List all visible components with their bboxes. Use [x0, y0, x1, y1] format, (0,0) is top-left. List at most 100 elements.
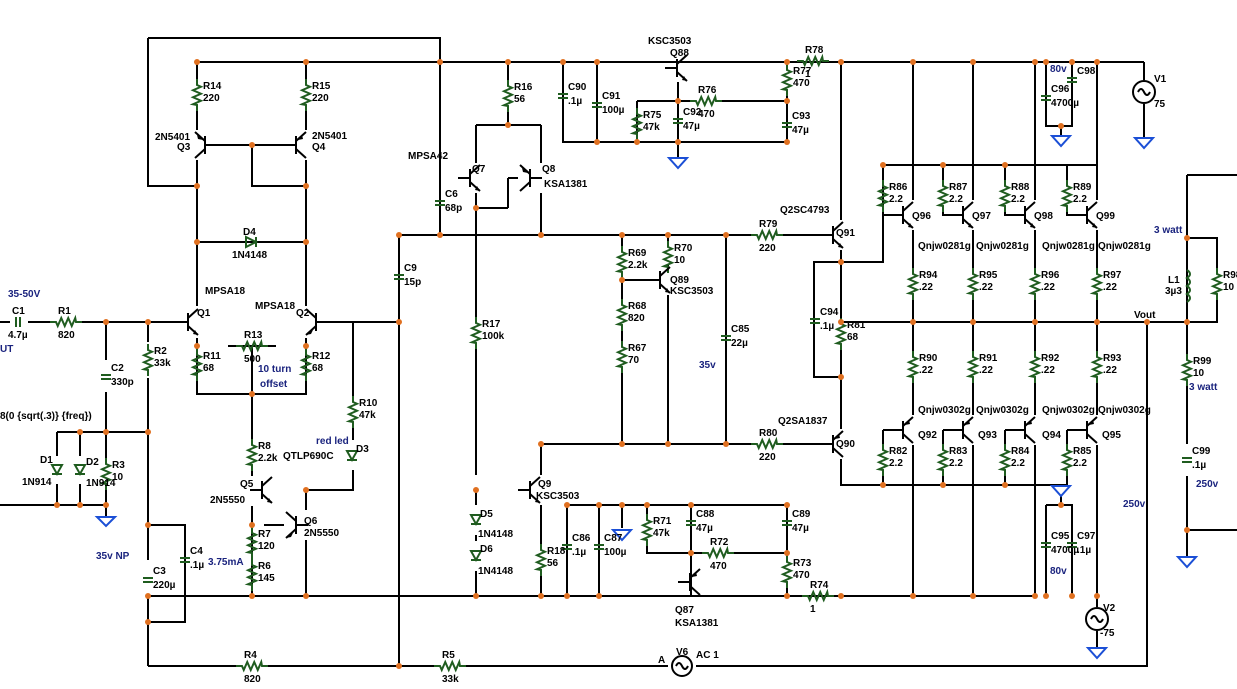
value-label: 2.2 [889, 194, 903, 205]
annotation-label: 35v NP [96, 551, 130, 562]
ground-symbols [94, 135, 1199, 660]
resistor-symbol [629, 108, 644, 140]
annotation-label: 35-50V [8, 289, 41, 300]
value-label: 47k [643, 122, 660, 133]
ref-label: Q95 [1102, 430, 1121, 441]
ref-label: R94 [919, 270, 938, 281]
resistor-symbol [1027, 268, 1042, 300]
value-label: 820 [244, 674, 261, 685]
diode-d3 [345, 450, 359, 463]
ref-label: D5 [480, 509, 493, 520]
voltage-sources [671, 80, 1156, 677]
part-r4 [236, 658, 268, 673]
v6-ac-source [671, 655, 693, 677]
part-r98 [1209, 268, 1224, 300]
ref-label: Q97 [972, 211, 991, 222]
model-label: 2N5401 [312, 131, 347, 142]
ref-label: R17 [482, 319, 501, 330]
part-r77 [779, 64, 794, 96]
value-label: .22 [1041, 365, 1055, 376]
transistor-q90 [821, 430, 844, 458]
ref-label: R4 [244, 650, 257, 661]
model-label: MPSA18 [205, 286, 245, 297]
ref-label: R89 [1073, 182, 1092, 193]
value-label: 100k [482, 331, 505, 342]
model-label: MPSA18 [255, 301, 295, 312]
transistor-q97 [951, 201, 974, 229]
ref-label: C97 [1077, 531, 1096, 542]
part-c6 [435, 200, 445, 206]
ref-label: R6 [258, 561, 271, 572]
ref-label: Q1 [197, 308, 211, 319]
part-r70 [660, 241, 675, 273]
part-c94 [810, 318, 820, 324]
diode-d5 [469, 514, 483, 527]
ref-label: R80 [759, 428, 778, 439]
ref-label: R67 [628, 343, 647, 354]
capacitor-symbol [101, 374, 111, 380]
resistor-symbol [833, 318, 848, 350]
components [15, 53, 1224, 673]
annotation-label: V6 [676, 647, 689, 658]
transistor-q8 [519, 164, 542, 192]
ref-label: R95 [979, 270, 998, 281]
model-label: 2N5401 [155, 132, 190, 143]
ref-label: R79 [759, 219, 778, 230]
ref-label: R74 [810, 580, 829, 591]
ref-label: C95 [1051, 531, 1070, 542]
ref-label: R88 [1011, 182, 1030, 193]
value-label: .1µ [820, 321, 834, 332]
annotation-label: V2 [1103, 603, 1116, 614]
capacitor-symbol [1067, 77, 1077, 83]
part-r83 [935, 444, 950, 476]
transistor-q89 [648, 266, 671, 294]
ref-label: R83 [949, 446, 968, 457]
part-r86 [875, 180, 890, 212]
value-label: 220 [203, 93, 220, 104]
value-label: 820 [628, 313, 645, 324]
value-label: 68p [445, 203, 462, 214]
ref-label: Q91 [836, 228, 855, 239]
ref-label: R2 [154, 346, 167, 357]
resistor-symbol [468, 317, 483, 349]
transistor-q99 [1075, 201, 1098, 229]
part-r75 [629, 108, 644, 140]
transistor-q88 [665, 54, 688, 82]
part-r12 [298, 349, 313, 381]
value-label: 4.7µ [8, 330, 28, 341]
resistor-symbol [140, 344, 155, 376]
transistor-q7 [458, 164, 481, 192]
part-r74 [802, 588, 834, 603]
resistor-symbol [935, 444, 950, 476]
ref-label: Q99 [1096, 211, 1115, 222]
capacitor-symbol [594, 544, 604, 550]
resistor-symbol [1089, 268, 1104, 300]
value-label: 2.2 [1011, 458, 1025, 469]
resistor-symbol [236, 338, 268, 353]
ref-label: C91 [602, 91, 621, 102]
value-label: 100µ [602, 105, 625, 116]
model-label: KSA1381 [544, 179, 588, 190]
part-r88 [997, 180, 1012, 212]
resistor-symbol [660, 241, 675, 273]
ref-label: R90 [919, 353, 938, 364]
model-label: 1N4148 [232, 250, 267, 261]
ref-label: R8 [258, 441, 271, 452]
resistor-symbol [98, 458, 113, 490]
part-r13 [236, 338, 268, 353]
model-label: MPSA42 [408, 151, 448, 162]
ref-label: C2 [111, 363, 124, 374]
part-r68 [614, 299, 629, 331]
ref-label: D6 [480, 544, 493, 555]
value-label: 470 [698, 109, 715, 120]
part-c2 [101, 374, 111, 380]
part-r3 [98, 458, 113, 490]
part-r78 [797, 53, 829, 68]
part-r17 [468, 317, 483, 349]
value-label: 2.2k [628, 260, 648, 271]
ref-label: Q87 [675, 605, 694, 616]
ref-label: Q90 [836, 439, 855, 450]
part-c95 [1041, 542, 1051, 548]
value-label: 4700µ [1051, 545, 1079, 556]
